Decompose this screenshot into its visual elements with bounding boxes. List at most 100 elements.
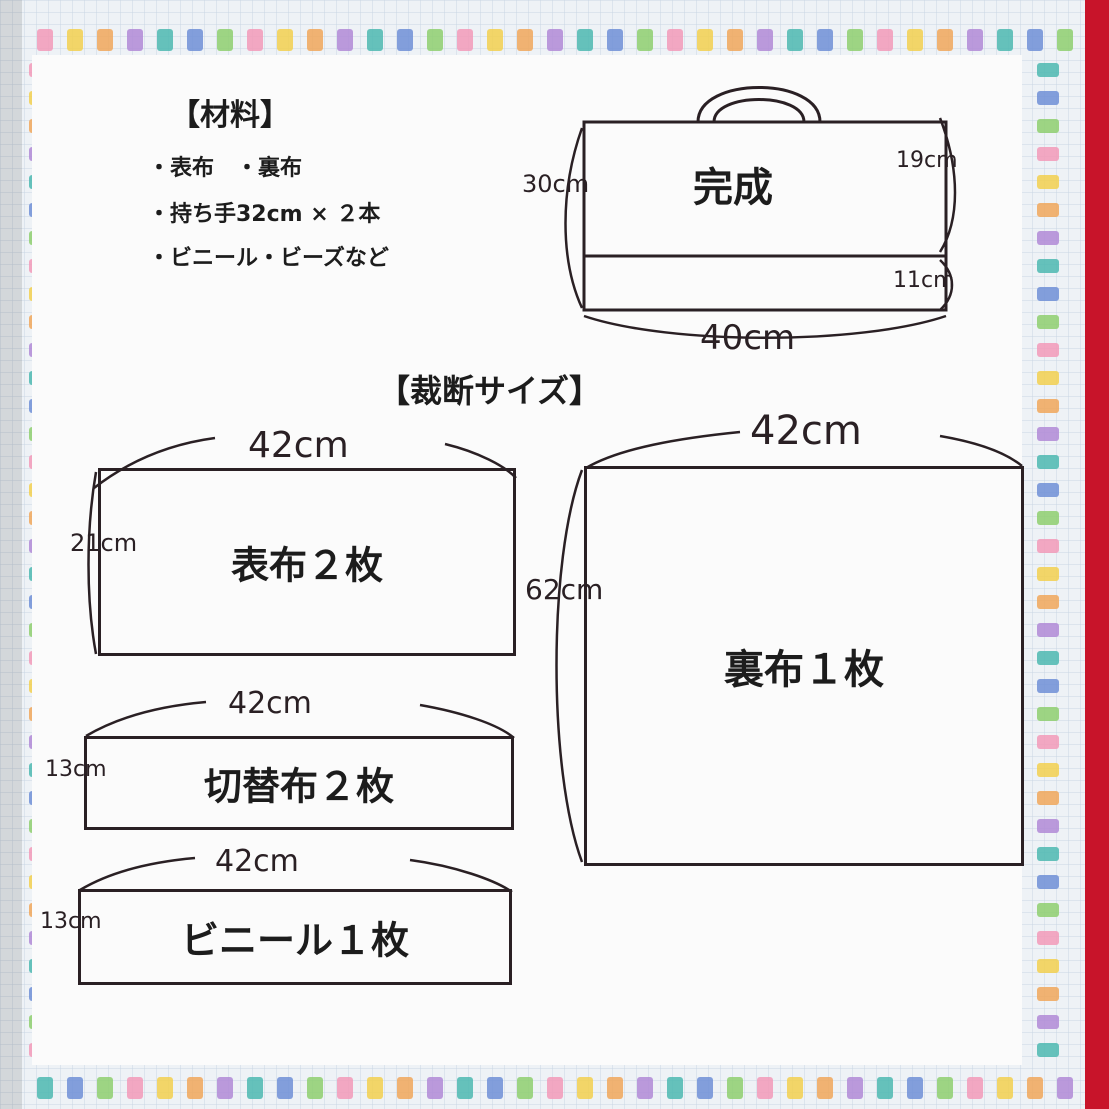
tape-spool-icon xyxy=(1037,343,1059,357)
side-arc-top xyxy=(938,117,957,253)
tape-spool-icon xyxy=(1027,1077,1043,1099)
tape-spool-icon xyxy=(967,29,983,51)
tape-spool-icon xyxy=(187,29,203,51)
tape-spool-icon xyxy=(277,1077,293,1099)
tape-spool-icon xyxy=(127,1077,143,1099)
tape-spool-icon xyxy=(457,1077,473,1099)
omote-height-arc xyxy=(87,471,98,655)
ura-width-arc-left xyxy=(585,430,741,470)
vinyl-width-arc-left xyxy=(79,856,196,892)
tape-spool-icon xyxy=(1037,203,1059,217)
tape-spool-icon xyxy=(1037,539,1059,553)
tape-spool-icon xyxy=(397,29,413,51)
kirikae-width-arc-right xyxy=(419,703,515,739)
tape-spool-icon xyxy=(367,29,383,51)
tape-spool-icon xyxy=(307,1077,323,1099)
side-arc-bottom xyxy=(939,259,954,311)
tape-spool-icon xyxy=(247,29,263,51)
tape-spool-icon xyxy=(517,1077,533,1099)
materials-line-2: ・持ち手32cm × ２本 xyxy=(148,202,381,227)
finished-height-label: 30cm xyxy=(522,170,590,198)
tape-spool-icon xyxy=(247,1077,263,1099)
tape-spool-icon xyxy=(547,1077,563,1099)
tape-spool-icon xyxy=(1037,791,1059,805)
tape-spool-icon xyxy=(337,29,353,51)
piece-vinyl-label: ビニール１枚 xyxy=(180,918,409,963)
tape-spool-icon xyxy=(187,1077,203,1099)
piece-kirikae-label: 切替布２枚 xyxy=(203,764,394,809)
width-arc xyxy=(583,314,947,339)
piece-kirikae-box: 切替布２枚 xyxy=(84,736,514,830)
finished-bag-diagram xyxy=(564,86,957,339)
tape-spool-icon xyxy=(1037,1015,1059,1029)
tape-spool-icon xyxy=(1037,119,1059,133)
piece-omote-label: 表布２枚 xyxy=(230,543,383,588)
tape-spool-icon xyxy=(757,29,773,51)
tape-spool-icon xyxy=(1037,399,1059,413)
materials-line-1: ・表布 ・裏布 xyxy=(148,156,303,181)
tape-spool-icon xyxy=(157,1077,173,1099)
vinyl-width-arc-right xyxy=(409,858,513,894)
tape-spool-icon xyxy=(697,1077,713,1099)
tape-spool-icon xyxy=(1037,483,1059,497)
tape-spool-icon xyxy=(1037,567,1059,581)
tape-spool-icon xyxy=(1037,259,1059,273)
tape-spool-icon xyxy=(1037,903,1059,917)
tape-spool-icon xyxy=(1037,875,1059,889)
tape-spool-icon xyxy=(1037,819,1059,833)
omote-width-arc-right xyxy=(444,442,517,479)
tape-spool-icon xyxy=(817,29,833,51)
tape-spool-icon xyxy=(67,1077,83,1099)
tape-spool-icon xyxy=(97,1077,113,1099)
finished-width-label: 40cm xyxy=(700,318,796,358)
tape-spool-icon xyxy=(1037,63,1059,77)
tape-spool-icon xyxy=(397,1077,413,1099)
tape-spool-icon xyxy=(1037,315,1059,329)
tape-spool-icon xyxy=(487,1077,503,1099)
omote-width-arc-left xyxy=(93,436,216,489)
tape-spool-icon xyxy=(727,29,743,51)
tape-spool-icon xyxy=(997,29,1013,51)
piece-vinyl-box: ビニール１枚 xyxy=(78,889,512,985)
tape-spool-icon xyxy=(1037,959,1059,973)
tape-spool-icon xyxy=(1037,455,1059,469)
tape-spool-icon xyxy=(127,29,143,51)
tape-spool-icon xyxy=(1037,623,1059,637)
tape-spool-icon xyxy=(457,29,473,51)
piece-ura-label: 裏布１枚 xyxy=(724,647,884,693)
tape-spool-icon xyxy=(1037,735,1059,749)
tape-spool-icon xyxy=(757,1077,773,1099)
tape-spool-icon xyxy=(967,1077,983,1099)
tape-spool-icon xyxy=(1037,371,1059,385)
kirikae-width-arc-left xyxy=(85,700,207,738)
tape-spool-icon xyxy=(1037,931,1059,945)
tape-spool-icon xyxy=(1037,175,1059,189)
tape-spool-icon xyxy=(577,29,593,51)
tape-spool-icon xyxy=(517,29,533,51)
tape-spool-icon xyxy=(937,1077,953,1099)
tape-spool-icon xyxy=(667,29,683,51)
tape-spool-icon xyxy=(817,1077,833,1099)
tape-spool-icon xyxy=(277,29,293,51)
tape-spool-icon xyxy=(367,1077,383,1099)
tape-spool-icon xyxy=(1057,29,1073,51)
piece-kirikae-width: 42cm xyxy=(228,686,312,721)
tape-spool-icon xyxy=(1037,595,1059,609)
ura-width-arc-right xyxy=(939,434,1023,467)
height-arc xyxy=(564,127,584,309)
cutting-heading: 【裁断サイズ】 xyxy=(378,372,602,410)
tape-spool-icon xyxy=(487,29,503,51)
piece-omote-box: 表布２枚 xyxy=(98,468,516,656)
tape-spool-icon xyxy=(337,1077,353,1099)
tape-spool-icon xyxy=(667,1077,683,1099)
tape-spool-icon xyxy=(607,29,623,51)
tape-spool-icon xyxy=(1037,147,1059,161)
tape-spool-icon xyxy=(1037,427,1059,441)
tape-spool-icon xyxy=(1037,91,1059,105)
tape-spool-icon xyxy=(877,29,893,51)
bag-body xyxy=(582,120,948,312)
tape-spool-icon xyxy=(697,29,713,51)
piece-vinyl-width: 42cm xyxy=(215,844,299,879)
tape-spool-icon xyxy=(1037,1043,1059,1057)
tape-spool-icon xyxy=(547,29,563,51)
